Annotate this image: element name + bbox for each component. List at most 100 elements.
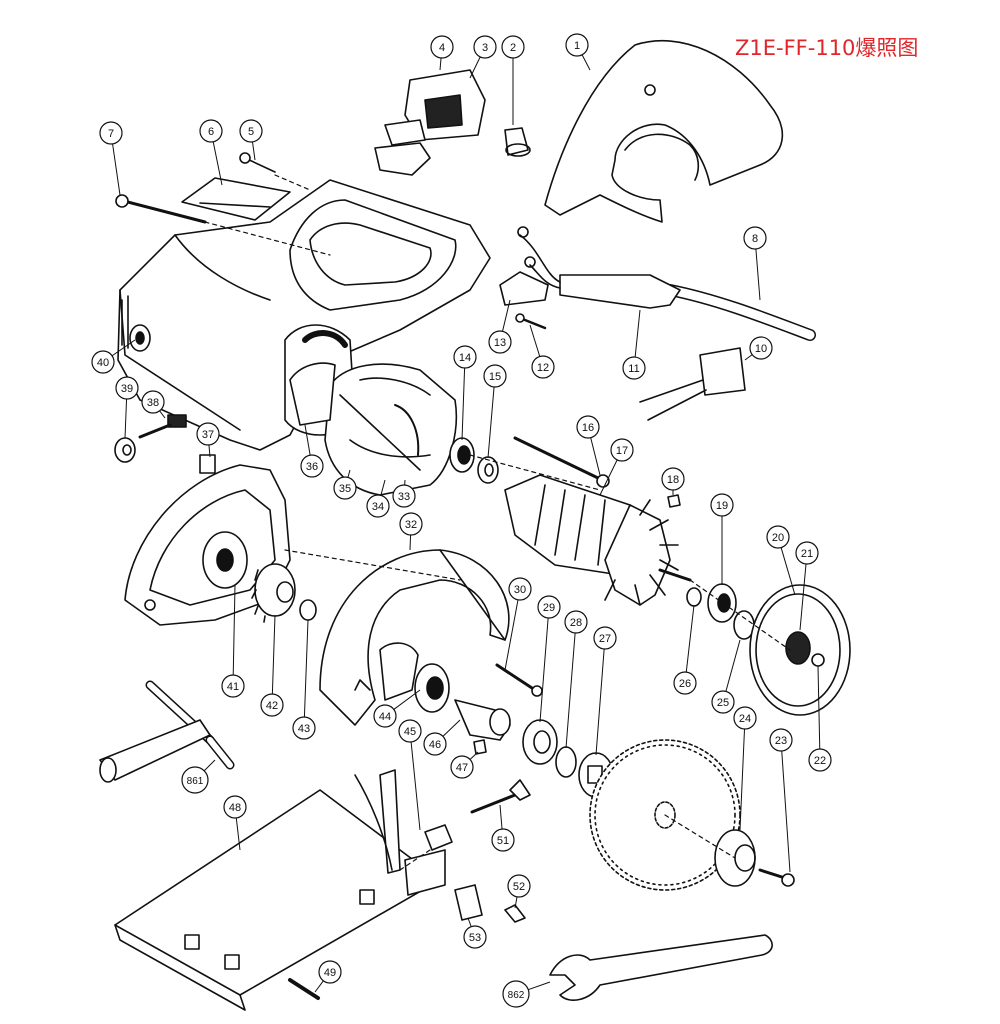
callout-40: 40 bbox=[91, 339, 136, 374]
part-capacitor bbox=[639, 347, 746, 421]
callout-46: 46 bbox=[423, 719, 461, 756]
leader-line-41 bbox=[232, 584, 236, 676]
callout-circle-25 bbox=[711, 690, 735, 714]
leader-line-12 bbox=[529, 324, 541, 357]
leader-line-36 bbox=[304, 424, 311, 456]
callout-circle-6 bbox=[199, 119, 223, 143]
callout-label-5: 5 bbox=[248, 126, 254, 138]
part-circlip-43 bbox=[299, 599, 317, 621]
callout-label-862: 862 bbox=[508, 990, 525, 1001]
callout-15: 15 bbox=[483, 364, 507, 459]
part-key-18 bbox=[667, 494, 681, 508]
callout-label-20: 20 bbox=[772, 532, 784, 544]
callout-20: 20 bbox=[766, 525, 796, 596]
callout-circle-18 bbox=[661, 467, 685, 491]
leader-line-14 bbox=[461, 367, 466, 441]
part-bracket-53 bbox=[454, 884, 483, 921]
callout-22: 22 bbox=[808, 665, 832, 772]
callout-circle-15 bbox=[483, 364, 507, 388]
callout-circle-32 bbox=[399, 512, 423, 536]
callout-label-38: 38 bbox=[147, 397, 159, 409]
callout-label-7: 7 bbox=[108, 128, 114, 140]
callout-label-24: 24 bbox=[739, 713, 751, 725]
part-washer-26 bbox=[686, 587, 702, 607]
part-base-plate bbox=[114, 769, 446, 1011]
callout-circle-13 bbox=[488, 330, 512, 354]
callout-circle-33 bbox=[392, 484, 416, 508]
callout-28: 28 bbox=[564, 610, 588, 749]
leader-line-49 bbox=[314, 980, 324, 993]
callout-26: 26 bbox=[673, 604, 697, 695]
callout-39: 39 bbox=[115, 376, 139, 439]
leader-line-21 bbox=[799, 563, 807, 631]
callout-circle-34 bbox=[366, 494, 390, 518]
callout-circle-10 bbox=[749, 336, 773, 360]
part-armature bbox=[504, 474, 692, 606]
callout-circle-11 bbox=[622, 356, 646, 380]
callout-circle-47 bbox=[450, 755, 474, 779]
callout-2: 2 bbox=[501, 35, 525, 125]
callout-label-44: 44 bbox=[379, 711, 391, 723]
callout-circle-12 bbox=[531, 355, 555, 379]
callout-layer: 1234567810111213141516171819202122232425… bbox=[91, 33, 832, 1008]
leader-line-25 bbox=[725, 639, 741, 692]
part-nameplate bbox=[181, 177, 291, 221]
callout-circle-14 bbox=[453, 345, 477, 369]
part-power-cord bbox=[664, 284, 816, 341]
callout-27: 27 bbox=[593, 626, 617, 756]
callout-label-16: 16 bbox=[582, 422, 594, 434]
part-spanner bbox=[549, 934, 773, 1001]
callout-circle-49 bbox=[318, 960, 342, 984]
callout-861: 861 bbox=[181, 759, 216, 794]
callout-label-23: 23 bbox=[775, 735, 787, 747]
leader-line-34 bbox=[380, 479, 386, 496]
callout-3: 3 bbox=[469, 35, 497, 79]
callout-1: 1 bbox=[565, 33, 591, 71]
callout-label-51: 51 bbox=[497, 835, 509, 847]
leader-line-22 bbox=[817, 665, 821, 750]
callout-label-48: 48 bbox=[229, 802, 241, 814]
callout-label-4: 4 bbox=[439, 42, 445, 54]
leader-line-28 bbox=[565, 632, 576, 749]
callout-48: 48 bbox=[223, 795, 247, 851]
leader-line-29 bbox=[539, 617, 549, 723]
part-blade-bolt bbox=[758, 868, 795, 887]
callout-label-22: 22 bbox=[814, 755, 826, 767]
part-handle-cover bbox=[544, 40, 784, 223]
callout-47: 47 bbox=[450, 751, 479, 779]
callout-13: 13 bbox=[488, 299, 512, 354]
callout-circle-16 bbox=[576, 415, 600, 439]
callout-label-12: 12 bbox=[537, 362, 549, 374]
leader-line-4 bbox=[439, 57, 442, 71]
part-gear-plate bbox=[749, 584, 851, 716]
callout-circle-45 bbox=[398, 719, 422, 743]
callout-circle-3 bbox=[473, 35, 497, 59]
callout-circle-38 bbox=[141, 390, 165, 414]
leader-line-38 bbox=[159, 410, 166, 419]
callout-16: 16 bbox=[576, 415, 601, 476]
leader-line-51 bbox=[499, 804, 503, 830]
callout-10: 10 bbox=[744, 336, 773, 361]
callout-53: 53 bbox=[463, 917, 487, 949]
callout-label-39: 39 bbox=[121, 383, 133, 395]
part-cord-guard bbox=[517, 226, 681, 309]
callout-circle-4 bbox=[430, 35, 454, 59]
part-switch-knob bbox=[504, 127, 531, 157]
callout-17: 17 bbox=[599, 438, 634, 496]
callout-45: 45 bbox=[398, 719, 422, 831]
callout-circle-17 bbox=[610, 438, 634, 462]
leader-line-10 bbox=[744, 354, 753, 361]
leader-line-42 bbox=[271, 614, 276, 695]
callout-label-17: 17 bbox=[616, 445, 628, 457]
callout-label-21: 21 bbox=[801, 548, 813, 560]
part-fan-baffle bbox=[289, 362, 336, 426]
callout-label-41: 41 bbox=[227, 681, 239, 693]
callout-label-42: 42 bbox=[266, 700, 278, 712]
part-blade-guard bbox=[319, 549, 510, 726]
part-oring-28 bbox=[555, 746, 577, 778]
callout-circle-26 bbox=[673, 671, 697, 695]
part-pin-49 bbox=[288, 978, 320, 1000]
callout-29: 29 bbox=[537, 595, 561, 723]
callout-label-26: 26 bbox=[679, 678, 691, 690]
callout-label-19: 19 bbox=[716, 500, 728, 512]
